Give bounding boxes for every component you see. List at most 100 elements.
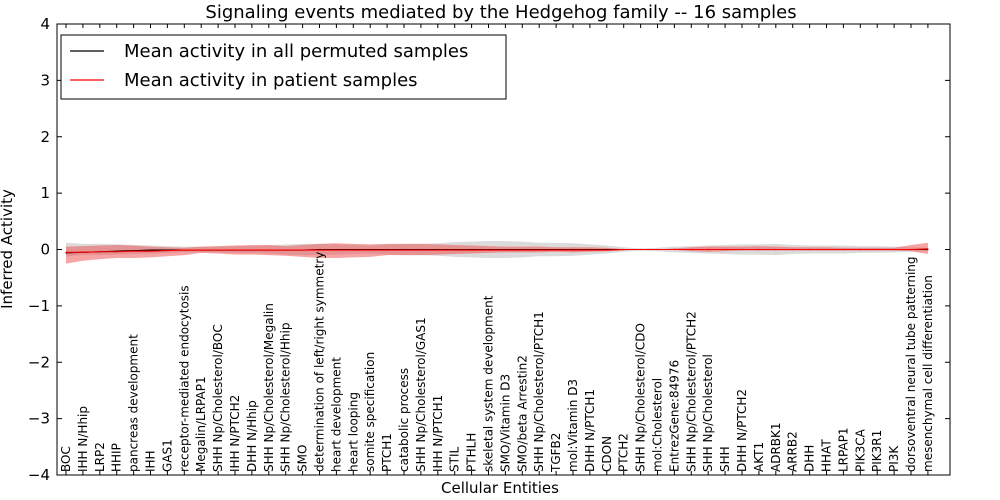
data-point <box>318 249 321 251</box>
series-line-1 <box>66 248 928 253</box>
data-point <box>200 249 202 251</box>
data-point <box>352 249 354 251</box>
x-category-label: DHH N/Hhip <box>245 400 259 472</box>
x-category-label: HHIP <box>110 443 124 472</box>
x-category-label: IHH <box>144 450 158 472</box>
data-point <box>741 248 743 251</box>
data-point <box>555 249 557 251</box>
x-category-label: STIL <box>448 447 462 472</box>
legend-box <box>60 34 507 100</box>
y-tick-label: 3 <box>40 71 50 89</box>
legend-label-permuted: Mean activity in all permuted samples <box>124 41 468 62</box>
x-category-label: PI3K <box>887 445 901 472</box>
data-point <box>656 248 659 251</box>
data-point <box>825 248 828 251</box>
data-point <box>82 251 84 253</box>
x-category-label: SHH Np/Cholesterol/GAS1 <box>414 317 428 472</box>
y-tick-label: 0 <box>40 241 50 259</box>
y-tick-label: −1 <box>28 297 50 315</box>
x-category-label: BOC <box>59 446 73 472</box>
data-point <box>809 248 811 251</box>
data-point <box>149 249 152 251</box>
data-point <box>521 249 523 251</box>
x-category-label: heart looping <box>346 392 360 472</box>
x-category-label: mol:Vitamin D3 <box>566 379 580 472</box>
x-category-label: determination of left/right symmetry <box>313 252 327 472</box>
x-category-label: TGFB2 <box>549 433 563 473</box>
x-category-label: HHAT <box>820 439 834 472</box>
data-point <box>335 249 337 251</box>
data-point <box>386 249 388 251</box>
data-point <box>859 248 861 251</box>
data-point <box>116 251 118 253</box>
data-point <box>99 251 101 253</box>
data-point <box>707 248 709 251</box>
x-category-label: EntrezGene:84976 <box>667 360 681 472</box>
data-point <box>166 250 168 252</box>
x-category-label: PIK3R1 <box>870 430 884 472</box>
x-category-label: AKT1 <box>752 442 766 472</box>
x-category-label: mesenchymal cell differentiation <box>921 275 935 472</box>
data-point <box>251 249 253 251</box>
confidence-band-1 <box>66 242 928 264</box>
data-point <box>673 248 676 251</box>
x-category-label: SHH Np/Cholesterol/CDO <box>634 323 648 472</box>
y-tick-label: −3 <box>28 410 50 428</box>
x-category-label: SHH Np/Cholesterol/Megalin <box>262 303 276 472</box>
data-point <box>285 249 287 251</box>
x-category-label: SHH <box>718 446 732 472</box>
data-point <box>690 248 692 251</box>
x-category-label: LRPAP1 <box>836 427 850 472</box>
y-axis-label: Inferred Activity <box>0 189 16 309</box>
data-point <box>927 248 929 250</box>
y-tick-label: −4 <box>28 466 50 484</box>
x-category-label: DHH N/PTCH1 <box>583 389 597 472</box>
data-point <box>65 251 67 253</box>
x-category-label: GAS1 <box>160 439 174 472</box>
data-point <box>589 249 591 251</box>
data-point <box>606 249 608 251</box>
data-point <box>149 250 152 252</box>
data-point <box>183 249 185 251</box>
data-point <box>572 249 574 251</box>
y-tick-label: 4 <box>40 15 50 33</box>
x-axis-label: Cellular Entities <box>441 479 559 497</box>
data-point <box>623 248 625 251</box>
data-point <box>487 249 490 251</box>
data-point <box>640 248 642 251</box>
data-point <box>724 248 726 251</box>
data-point <box>437 249 439 251</box>
data-point <box>538 249 540 251</box>
x-category-label: SMO/Vitamin D3 <box>498 374 512 472</box>
x-category-label: PTCH1 <box>380 433 394 472</box>
y-tick-label: −2 <box>28 353 50 371</box>
x-category-label: Megalin/LRPAP1 <box>194 376 208 472</box>
x-category-label: IHH N/Hhip <box>76 406 90 472</box>
data-point <box>910 248 912 251</box>
chart-title: Signaling events mediated by the Hedgeho… <box>205 2 796 23</box>
x-category-label: LRP2 <box>93 442 107 472</box>
x-category-label: SHH Np/Cholesterol/Hhip <box>279 323 293 472</box>
data-point <box>876 248 878 251</box>
x-category-label: PTCH2 <box>617 433 631 472</box>
x-category-label: SMO/beta Arrestin2 <box>515 355 529 472</box>
data-point <box>420 249 422 251</box>
data-point <box>302 249 304 251</box>
data-point <box>471 249 473 251</box>
data-point <box>217 249 219 251</box>
x-category-label: skeletal system development <box>482 295 496 472</box>
x-category-label: receptor-mediated endocytosis <box>177 285 191 472</box>
x-category-label: ARRB2 <box>786 431 800 472</box>
data-point <box>758 248 760 251</box>
x-category-label: PIK3CA <box>853 428 867 472</box>
x-category-label: IHH N/PTCH1 <box>431 395 445 472</box>
x-category-label: DHH <box>803 445 817 472</box>
x-category-label: somite specification <box>363 352 377 472</box>
x-category-label: SHH Np/Cholesterol/BOC <box>211 324 225 472</box>
legend: Mean activity in all permuted samples Me… <box>60 34 507 100</box>
data-point <box>268 249 270 251</box>
y-tick-label: 2 <box>40 128 50 146</box>
data-point <box>775 248 777 251</box>
legend-label-patient: Mean activity in patient samples <box>124 70 418 91</box>
